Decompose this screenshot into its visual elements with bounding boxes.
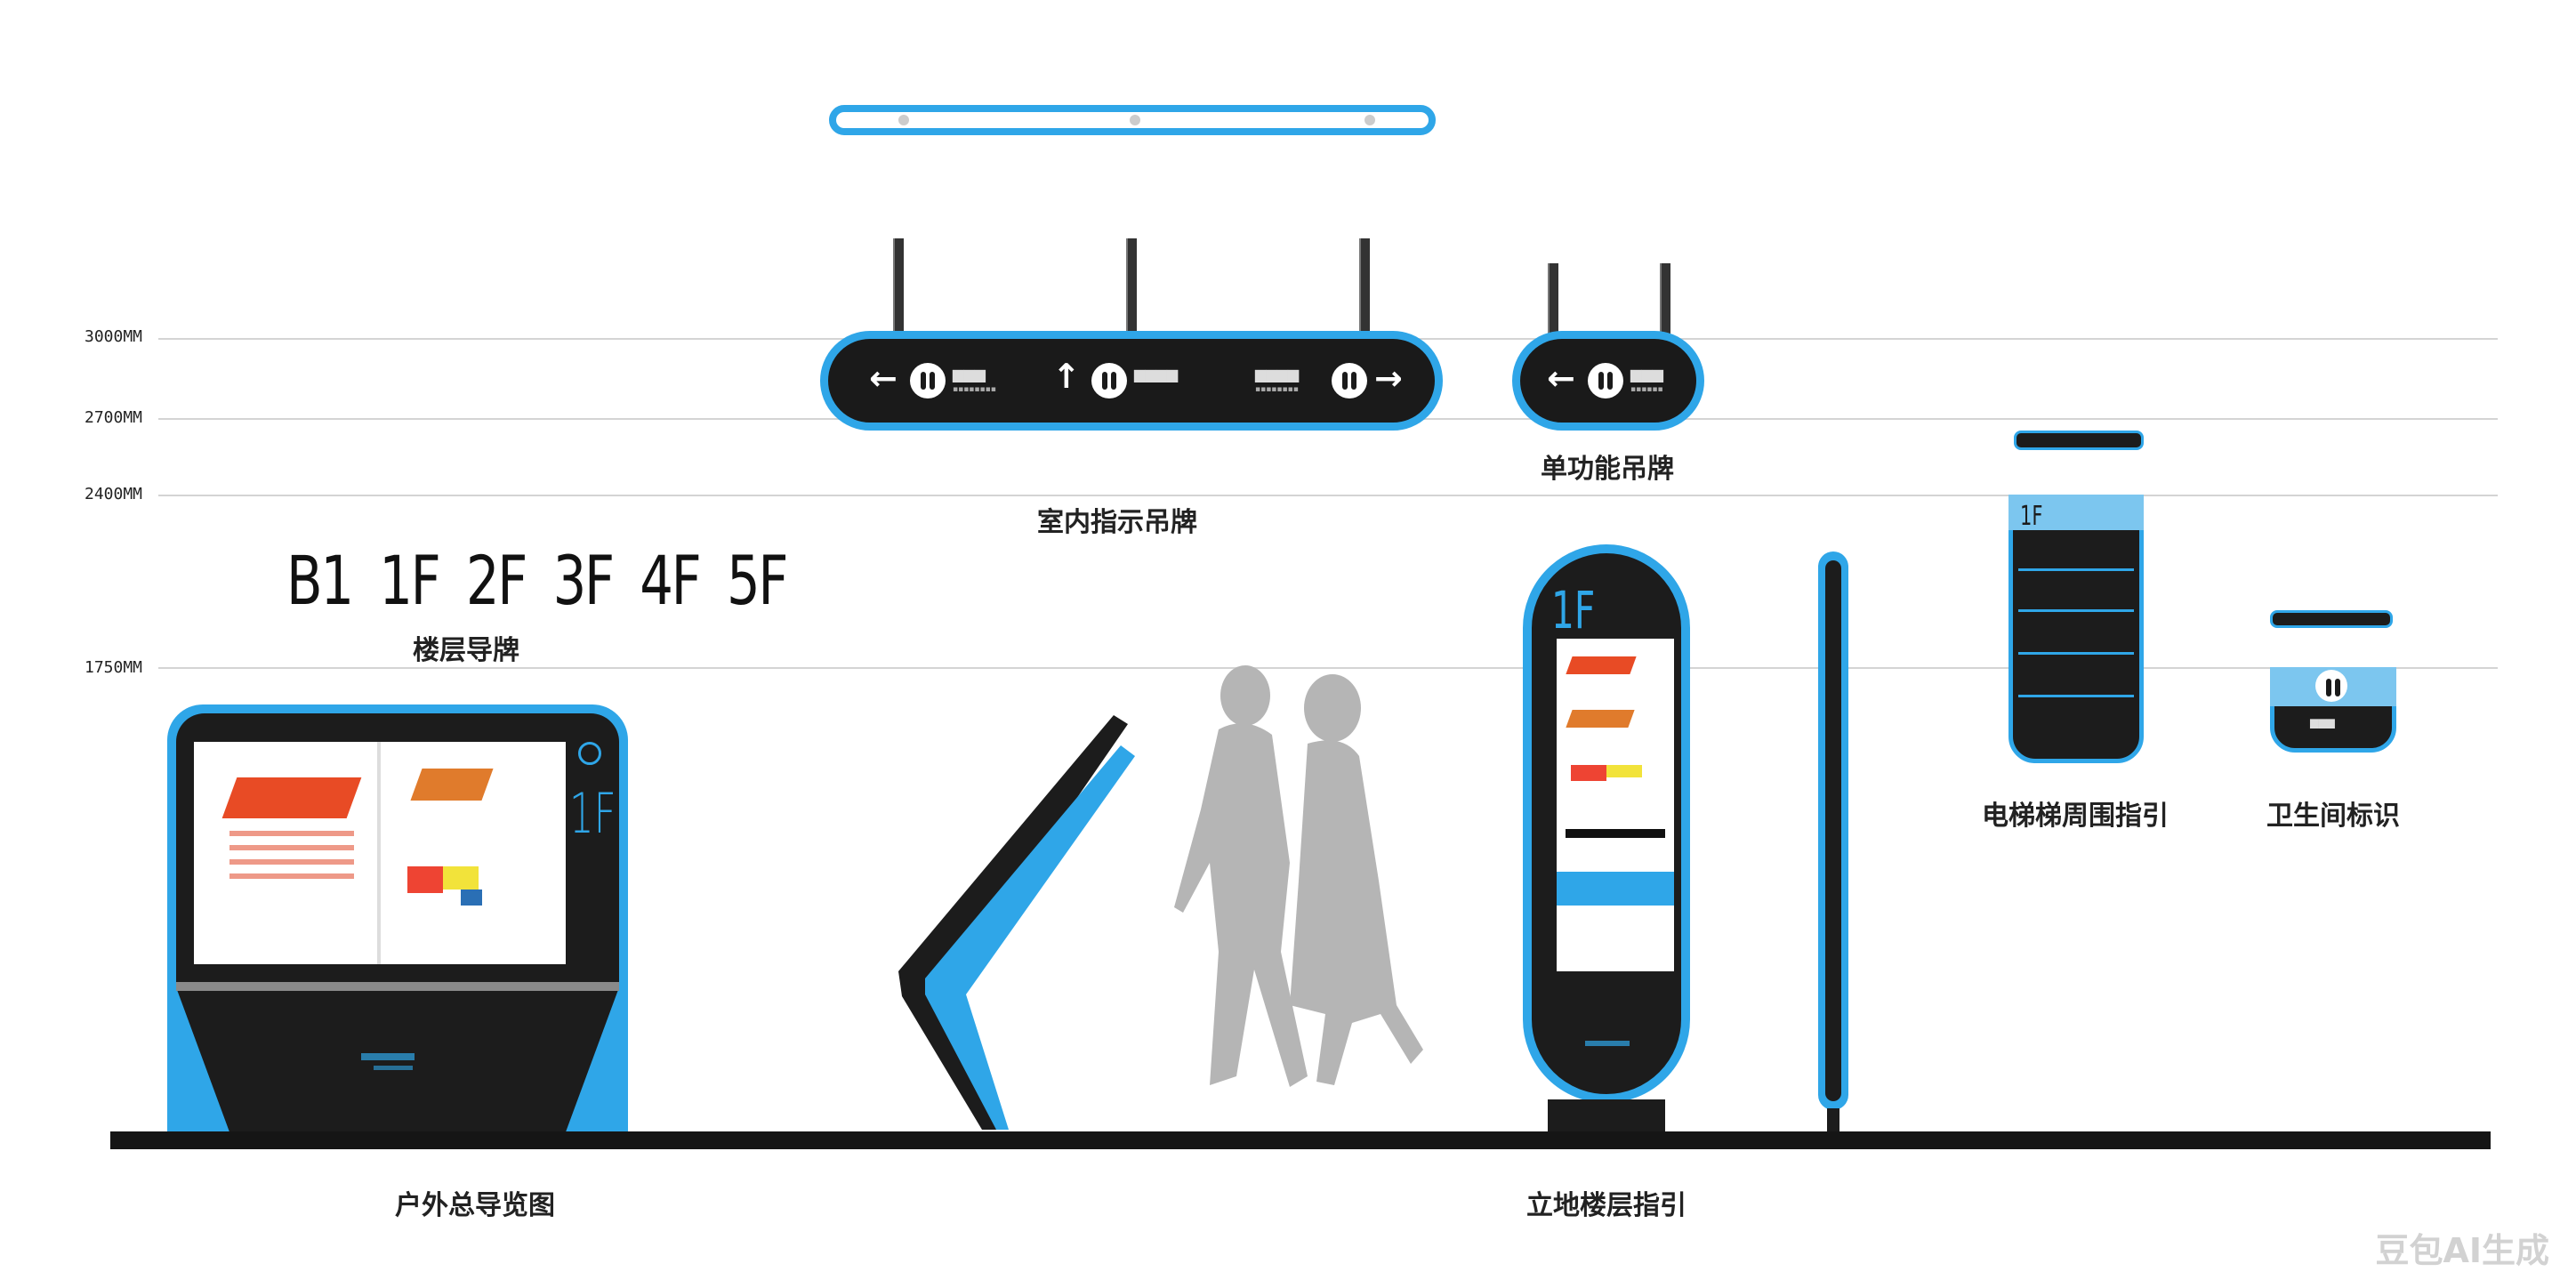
directory-base: [1548, 1099, 1665, 1131]
hanging-rod: [1548, 263, 1558, 334]
people-silhouette: [1174, 665, 1423, 1087]
info-icon: [578, 742, 601, 765]
standing-floor-directory: 1F: [1523, 544, 1690, 1103]
outdoor-directory-map: 1F: [167, 704, 628, 1131]
floor-badge: 1F: [569, 781, 616, 846]
arrow-up-icon: ↑: [1052, 357, 1081, 396]
elevator-icon: [1091, 363, 1127, 398]
directory-side-view: [1818, 551, 1848, 1110]
guide-label-2400: 2400MM: [85, 485, 143, 503]
hanging-rod: [1660, 263, 1670, 334]
caption-elevator: 电梯梯周围指引: [1982, 801, 2169, 832]
pole-base: [1827, 1108, 1839, 1133]
caption-floor-sign: 楼层导牌: [413, 635, 519, 666]
single-function-sign: ← ▆▆▆ ▪▪▪▪▪▪: [1512, 331, 1704, 431]
hanging-rod: [1359, 238, 1370, 334]
guide-label-1750: 1750MM: [85, 658, 143, 677]
hanging-sign-top-view: [829, 105, 1436, 135]
restroom-icon: [1588, 363, 1623, 398]
restroom-icon: [910, 363, 946, 398]
elevator-surround-sign: 1F: [2008, 495, 2144, 763]
watermark: 豆包AI生成: [2375, 1231, 2549, 1270]
restroom-sign-top-view: [2270, 610, 2393, 628]
hanging-rod: [1126, 238, 1137, 334]
hanging-rod: [893, 238, 904, 334]
floor-badge: 1F: [2020, 501, 2043, 532]
guide-line-1750: [158, 667, 2498, 669]
floor-labels: B1 1F 2F 3F 4F 5F: [286, 541, 788, 620]
floor-badge: 1F: [1551, 580, 1596, 640]
angled-kiosk: [898, 715, 1135, 1130]
restroom-sign: ▆▆▆: [2270, 667, 2396, 753]
exit-icon: [1332, 363, 1367, 398]
ground-line: [110, 1131, 2491, 1149]
elevator-sign-top-view: [2014, 431, 2144, 450]
arrow-right-icon: →: [1374, 358, 1403, 398]
arrow-left-icon: ←: [869, 358, 898, 398]
caption-standing-floor: 立地楼层指引: [1526, 1190, 1686, 1221]
caption-outdoor-map: 户外总导览图: [395, 1190, 555, 1221]
guide-line-2400: [158, 495, 2498, 496]
caption-single-function: 单功能吊牌: [1541, 454, 1674, 485]
guide-label-2700: 2700MM: [85, 408, 143, 427]
indoor-hanging-sign: ← ▆▆▆ ▪▪▪▪▪▪▪▪ ↑ ▆▆▆▆ ▆▆▆▆ ▪▪▪▪▪▪▪▪ →: [820, 331, 1443, 431]
restroom-icon: [2315, 670, 2347, 702]
caption-indoor-hanging: 室内指示吊牌: [1037, 507, 1197, 538]
caption-restroom: 卫生间标识: [2266, 801, 2400, 832]
arrow-left-icon: ←: [1547, 358, 1575, 398]
guide-label-3000: 3000MM: [85, 327, 143, 346]
